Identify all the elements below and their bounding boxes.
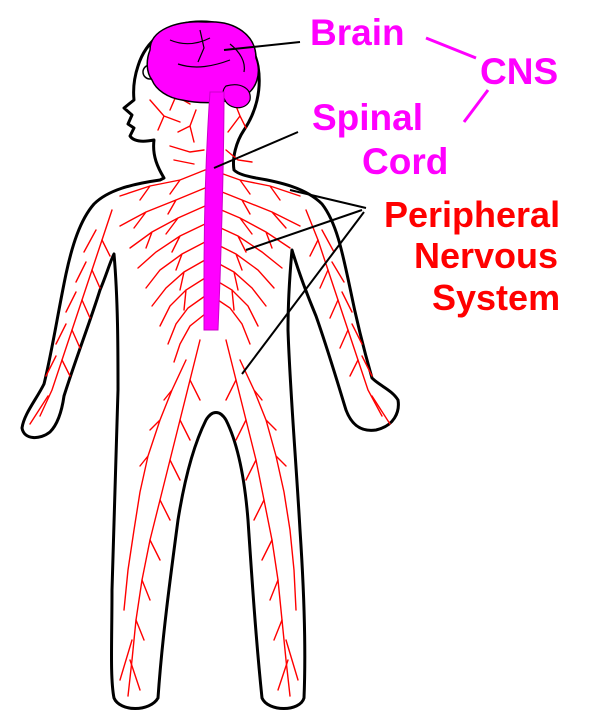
pns-label-line1: Peripheral [384,194,560,235]
cns-label: CNS [480,51,558,92]
spinal-label: Spinal [312,97,423,138]
brain-label: Brain [310,12,405,53]
pns-label-line2: Nervous [414,235,558,276]
cns-connector-lines [426,38,488,122]
pns-label-line3: System [432,277,560,318]
cord-label: Cord [362,141,448,182]
